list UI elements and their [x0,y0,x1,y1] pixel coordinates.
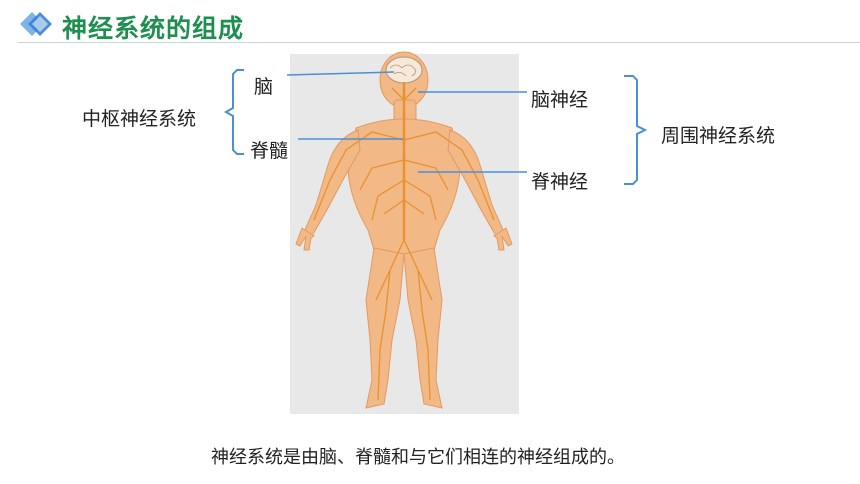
nerve-network [313,82,495,401]
brain-label: 脑 [254,76,274,98]
connector-lines [286,71,527,173]
title-bar: 神经系统的组成 [0,0,860,52]
right-bracket [624,75,648,185]
left-bracket [223,69,244,155]
brain-shape [385,56,423,84]
diamond-icon [20,12,52,36]
spinal-cord-label: 脊髓 [250,140,289,162]
title-divider [18,42,860,43]
caption: 神经系统是由脑、脊髓和与它们相连的神经组成的。 [211,447,625,468]
central-nervous-system-label: 中枢神经系统 [82,108,197,130]
cranial-nerves-label: 脑神经 [531,89,589,111]
brain-pointer [286,71,395,76]
spinal-nerves-label: 脊神经 [531,171,589,193]
page-title: 神经系统的组成 [62,14,245,43]
peripheral-nervous-system-label: 周围神经系统 [661,125,776,147]
